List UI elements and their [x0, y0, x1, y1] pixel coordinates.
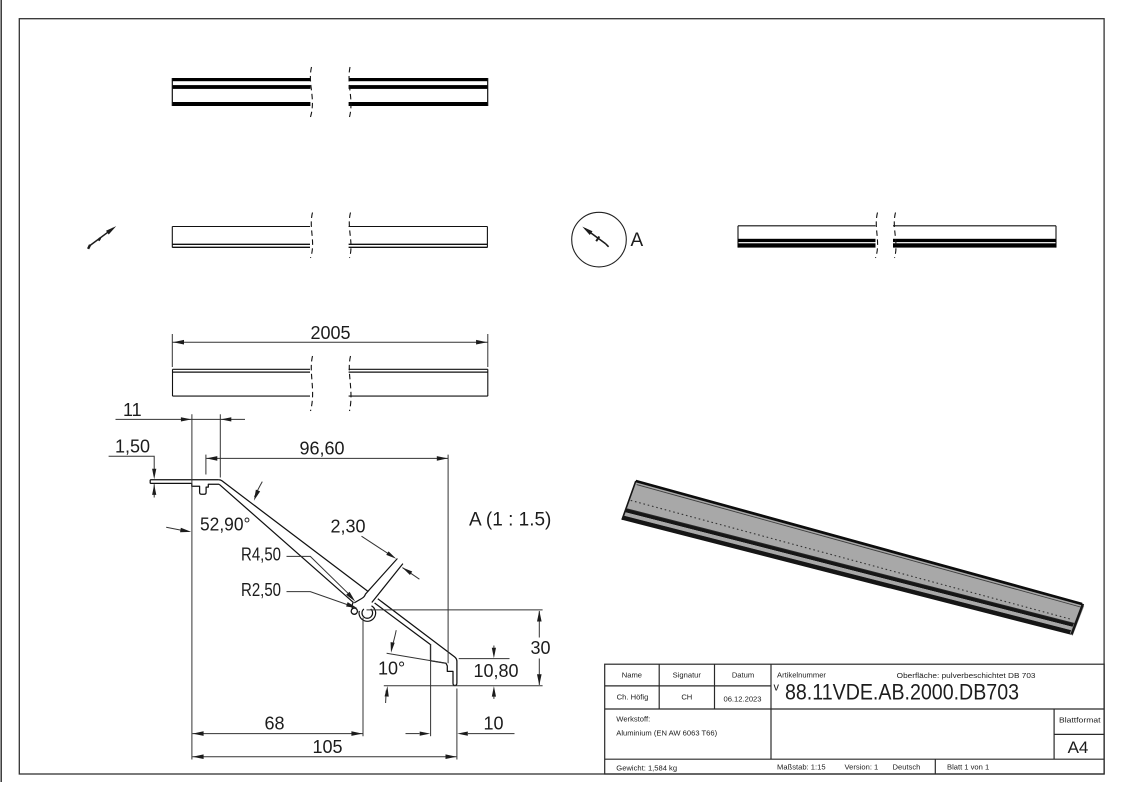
svg-text:Oberfläche: pulverbeschichtet: Oberfläche: pulverbeschichtet DB 703	[897, 671, 1036, 680]
svg-text:11: 11	[123, 400, 142, 420]
svg-text:A (1 : 1.5): A (1 : 1.5)	[469, 509, 551, 530]
svg-text:Gewicht: 1,584 kg: Gewicht: 1,584 kg	[616, 763, 677, 772]
svg-text:88.11VDE.AB.2000.DB703: 88.11VDE.AB.2000.DB703	[785, 679, 1019, 704]
svg-text:68: 68	[264, 713, 284, 733]
svg-text:10°: 10°	[378, 659, 405, 679]
svg-text:10: 10	[483, 713, 503, 733]
svg-text:105: 105	[312, 737, 342, 757]
svg-text:96,60: 96,60	[299, 439, 344, 459]
svg-text:10,80: 10,80	[474, 661, 519, 681]
svg-text:Ch. Höfig: Ch. Höfig	[617, 692, 649, 701]
svg-text:Aluminium (EN AW 6063 T66): Aluminium (EN AW 6063 T66)	[616, 729, 717, 738]
svg-text:06.12.2023: 06.12.2023	[723, 694, 761, 703]
svg-text:v: v	[774, 682, 780, 694]
svg-text:30: 30	[530, 638, 550, 658]
svg-text:Maßstab: 1:15: Maßstab: 1:15	[777, 763, 826, 772]
svg-text:Werkstoff:: Werkstoff:	[616, 715, 650, 724]
svg-text:R2,50: R2,50	[241, 580, 281, 600]
svg-text:52,90°: 52,90°	[200, 514, 251, 534]
svg-text:Blatt 1 von 1: Blatt 1 von 1	[947, 763, 989, 772]
svg-text:Version: 1: Version: 1	[845, 763, 879, 772]
svg-text:R4,50: R4,50	[241, 545, 281, 565]
svg-text:Datum: Datum	[732, 671, 754, 680]
svg-text:CH: CH	[681, 692, 692, 701]
svg-text:A4: A4	[1068, 738, 1089, 757]
svg-text:1,50: 1,50	[115, 436, 150, 456]
svg-text:Deutsch: Deutsch	[893, 763, 921, 772]
svg-text:Signatur: Signatur	[673, 671, 702, 680]
svg-text:A: A	[631, 230, 644, 251]
svg-text:Name: Name	[622, 671, 642, 680]
svg-text:2,30: 2,30	[330, 517, 365, 537]
svg-text:2005: 2005	[310, 323, 350, 343]
svg-text:Blattformat: Blattformat	[1059, 716, 1102, 725]
svg-text:Artikelnummer: Artikelnummer	[777, 670, 826, 679]
